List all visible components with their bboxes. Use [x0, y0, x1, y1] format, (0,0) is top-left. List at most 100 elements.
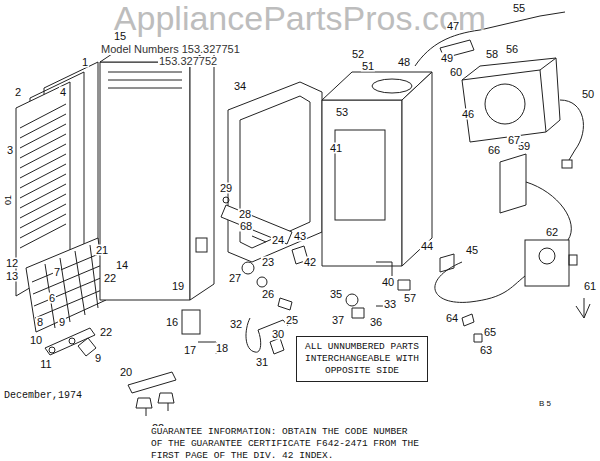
watermark: AppliancePartsPros.com: [113, 1, 487, 35]
callout-number: 62: [545, 227, 559, 238]
callout-number: 67: [507, 135, 521, 146]
callout-number: 6: [48, 293, 56, 304]
valve-assembly: [569, 255, 577, 265]
callout-number: 56: [505, 44, 519, 55]
callout-number: 52: [351, 49, 365, 60]
callout-number: 36: [369, 317, 383, 328]
callout-number: 63: [479, 345, 493, 356]
callout-number: 9: [58, 317, 66, 328]
valve-assembly: [525, 240, 569, 286]
valve-assembly: [526, 182, 571, 240]
model-number: 153.327752: [158, 56, 218, 67]
callout-number: 14: [115, 260, 129, 271]
heat-exchanger: [242, 262, 254, 274]
brackets: [45, 328, 176, 416]
cabinet: [196, 238, 207, 252]
callout-number: 7: [53, 267, 61, 278]
callout-number: 10: [29, 335, 43, 346]
small-parts: [346, 294, 358, 306]
callout-number: 25: [285, 315, 299, 326]
callout-number: 64: [445, 313, 459, 324]
thermocouple: [270, 338, 284, 354]
callout-number: 26: [261, 289, 275, 300]
valve-assembly: [440, 254, 454, 272]
callout-number: 51: [361, 61, 375, 72]
callout-number: 31: [255, 357, 269, 368]
brackets: [49, 347, 55, 353]
callout-number: 8: [36, 317, 44, 328]
model-number: Model Numbers 153.327751: [100, 44, 241, 55]
blower: [562, 160, 572, 168]
callout-number: 34: [233, 81, 247, 92]
cabinet: [108, 72, 182, 88]
callout-number: 21: [95, 245, 109, 256]
callout-number: 20: [119, 367, 133, 378]
blower: [462, 58, 560, 132]
cabinet: [182, 310, 200, 334]
callout-number: 46: [461, 109, 475, 120]
callout-number: 1: [81, 57, 89, 68]
callout-number: 11: [39, 359, 52, 370]
callout-number: 53: [335, 107, 349, 118]
brackets: [69, 338, 75, 344]
callout-number: 18: [215, 343, 229, 354]
page-mark: 01: [4, 194, 13, 206]
callout-number: 4: [59, 87, 67, 98]
heat-exchanger: [221, 82, 322, 310]
valve-assembly: [576, 298, 590, 318]
callout-number: 42: [303, 257, 317, 268]
callout-number: 28: [238, 209, 252, 220]
callout-number: 55: [512, 3, 526, 14]
callout-number: 24: [271, 235, 285, 246]
callout-number: 32: [229, 319, 243, 330]
callout-number: 27: [228, 273, 242, 284]
callout-number: 29: [219, 183, 233, 194]
callout-number: 48: [397, 57, 411, 68]
callout-number: 2: [14, 87, 22, 98]
heat-exchanger: [278, 298, 292, 310]
guarantee-note: GUARANTEE INFORMATION: OBTAIN THE CODE N…: [150, 426, 424, 461]
blower: [462, 58, 583, 168]
blower: [462, 70, 546, 142]
callout-number: 37: [331, 315, 345, 326]
small-parts: [346, 294, 386, 318]
callout-number: 50: [581, 89, 595, 100]
blower: [485, 84, 525, 124]
callout-number: 17: [183, 345, 197, 356]
callout-number: 12: [5, 258, 19, 269]
valve-assembly: [539, 248, 555, 264]
callout-number: 57: [403, 293, 417, 304]
heat-exchanger: [257, 277, 267, 287]
valve-assembly: [462, 314, 482, 342]
callout-number: 41: [329, 143, 343, 154]
heat-exchanger: [223, 197, 229, 203]
callout-number: 22: [103, 273, 117, 284]
burner-box: [372, 79, 412, 93]
cabinet: [100, 46, 216, 354]
callout-number: 9: [94, 353, 102, 364]
valve-assembly: [435, 154, 590, 342]
burner-box: [322, 72, 432, 290]
cabinet: [100, 62, 190, 300]
callout-number: 19: [171, 281, 185, 292]
blower: [560, 100, 583, 160]
callout-number: 68: [239, 221, 253, 232]
heat-exchanger: [228, 82, 322, 262]
burner-box: [402, 72, 432, 266]
brackets: [45, 328, 95, 355]
date-stamp: December,1974: [3, 391, 83, 401]
thermocouple: [246, 318, 288, 354]
note-box: ALL UNNUMBERED PARTS INTERCHANGEABLE WIT…: [296, 336, 428, 382]
callout-number: 3: [6, 145, 14, 156]
callout-number: 30: [271, 329, 285, 340]
callout-number: 43: [293, 231, 307, 242]
callout-number: 22: [99, 327, 113, 338]
base-grille: [32, 245, 104, 328]
callout-number: 23: [261, 257, 275, 268]
heat-exchanger: [252, 236, 266, 242]
callout-number: 47: [446, 21, 460, 32]
callout-number: 65: [483, 327, 497, 338]
callout-number: 49: [440, 53, 454, 64]
burner-box: [322, 100, 402, 266]
